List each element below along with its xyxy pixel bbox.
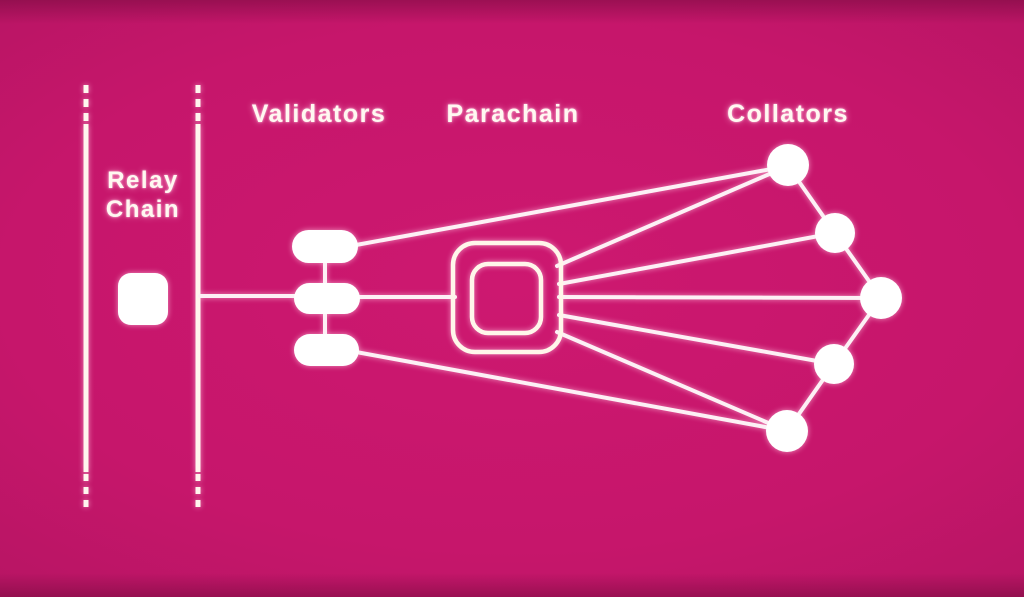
collator-node-4 bbox=[814, 344, 854, 384]
validators-label: Validators bbox=[251, 100, 387, 128]
edge-parachain-collator-2 bbox=[557, 231, 837, 286]
validator-node-1 bbox=[292, 230, 358, 263]
collator-node-1 bbox=[767, 144, 809, 186]
edge-parachain-collator-1 bbox=[555, 164, 790, 268]
parachain-outer-square bbox=[450, 240, 564, 355]
parachain-inner-square bbox=[469, 261, 544, 336]
parachain-label: Parachain bbox=[446, 100, 580, 128]
validator-node-3 bbox=[294, 334, 359, 366]
edge-parachain-collator-3 bbox=[557, 295, 883, 300]
validator-node-2 bbox=[294, 283, 360, 314]
edge-validator-3-collator-5 bbox=[354, 350, 789, 433]
collator-node-5 bbox=[766, 410, 808, 452]
collator-node-2 bbox=[815, 213, 855, 253]
relay-chain-label: Relay Chain bbox=[105, 167, 181, 223]
edge-parachain-collator-4 bbox=[557, 313, 836, 366]
relay-chain-block bbox=[118, 273, 168, 325]
collator-node-3 bbox=[860, 277, 902, 319]
edge-parachain-collator-5 bbox=[555, 330, 789, 433]
collators-label: Collators bbox=[727, 100, 849, 128]
parachain-block bbox=[450, 240, 564, 355]
edge-validator-1-collator-1 bbox=[354, 164, 790, 247]
